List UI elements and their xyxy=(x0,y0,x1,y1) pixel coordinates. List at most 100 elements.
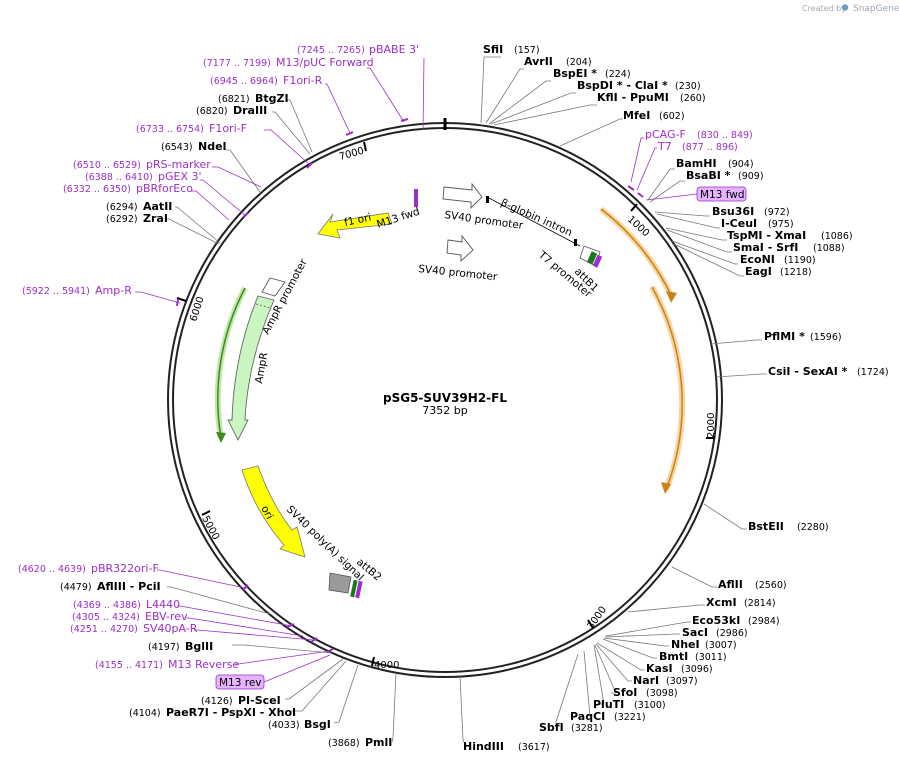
ampr-label: AmpR xyxy=(253,352,270,385)
leader-aatii xyxy=(175,206,221,244)
enzyme-nari[interactable]: NarI xyxy=(633,674,659,687)
enzyme-tspmi[interactable]: TspMI - XmaI xyxy=(727,229,806,242)
enzyme-iceui[interactable]: I-CeuI xyxy=(721,217,757,230)
enzyme-econi[interactable]: EcoNI xyxy=(740,253,775,266)
enzyme-avrii[interactable]: AvrII xyxy=(524,55,553,68)
enzyme-afliii[interactable]: AflIII - PciI xyxy=(97,580,161,593)
enzyme-pmli[interactable]: PmlI xyxy=(365,736,392,749)
leader-aflii xyxy=(671,566,717,588)
enzyme-paqci-pos: (3221) xyxy=(614,712,646,723)
enzyme-saci-pos: (2986) xyxy=(716,628,748,639)
pleader-pbrforeco xyxy=(191,190,230,221)
intron-marker-1 xyxy=(486,196,489,203)
enzyme-bglii[interactable]: BglII xyxy=(185,640,213,653)
enzyme-eco53ki[interactable]: Eco53kI xyxy=(692,614,740,627)
enzyme-bspdi[interactable]: BspDI * - ClaI * xyxy=(577,79,668,92)
pleader-pbr322 xyxy=(157,569,246,589)
m13-rev-tag-text: M13 rev xyxy=(219,677,262,689)
enzyme-pluti[interactable]: PluTI xyxy=(593,698,624,711)
enzyme-bsu36i-pos: (972) xyxy=(764,207,790,218)
pleader-ebv xyxy=(186,617,304,637)
leader-bsu36i xyxy=(654,211,710,217)
primer-m13puc[interactable]: M13/pUC Forward xyxy=(276,56,374,69)
enzyme-saci[interactable]: SacI xyxy=(682,626,708,639)
primer-amp-r[interactable]: Amp-R xyxy=(95,284,132,297)
primer-mark-l4440 xyxy=(286,623,295,628)
primer-ebv[interactable]: EBV-rev xyxy=(145,610,188,623)
enzyme-mfei-pos: (602) xyxy=(659,111,685,122)
pleader-l4440 xyxy=(177,605,293,627)
enzyme-sbfi[interactable]: SbfI xyxy=(539,721,564,734)
enzyme-bsteii[interactable]: BstEII xyxy=(748,520,784,533)
primer-t7[interactable]: T7 xyxy=(657,140,672,153)
primer-l4440-pos: (4369 .. 4386) xyxy=(73,600,141,611)
primer-f1ori-r[interactable]: F1ori-R xyxy=(283,74,323,87)
primer-amp-r-pos: (5922 .. 5941) xyxy=(22,286,90,297)
primer-pgex[interactable]: pGEX 3' xyxy=(158,170,202,183)
enzyme-xcmi[interactable]: XcmI xyxy=(706,596,737,609)
pleader-f1ori-f xyxy=(264,129,311,166)
primer-f1ori-r-pos: (6945 .. 6964) xyxy=(210,76,278,87)
pleader-amp-r xyxy=(135,291,181,304)
primer-sv40pa[interactable]: SV40pA-R xyxy=(143,622,198,635)
primer-f1ori-f[interactable]: F1ori-F xyxy=(209,122,247,135)
enzyme-csii[interactable]: CsiI - SexAI * xyxy=(768,365,848,378)
enzyme-nhei[interactable]: NheI xyxy=(671,638,700,651)
enzyme-zrai[interactable]: ZraI xyxy=(143,212,168,225)
enzyme-kfli[interactable]: KflI - PpuMI xyxy=(597,91,669,104)
enzyme-xcmi-pos: (2814) xyxy=(744,598,776,609)
primer-pgex-pos: (6388 .. 6410) xyxy=(85,172,153,183)
enzyme-bsgi-name[interactable]: BsgI xyxy=(304,718,331,731)
enzyme-pi-scei[interactable]: PI-SceI xyxy=(238,694,281,707)
enzyme-bmti-pos: (3011) xyxy=(695,652,727,663)
ampr-outer-arc-line xyxy=(217,287,246,439)
primer-prs[interactable]: pRS-marker xyxy=(146,158,211,171)
leader-bglii xyxy=(232,644,333,654)
primer-pbabe[interactable]: pBABE 3' xyxy=(369,43,419,56)
enzyme-smai-pos: (1088) xyxy=(813,243,845,254)
primer-m13rev[interactable]: M13 Reverse xyxy=(168,658,239,671)
leader-sfii xyxy=(480,56,501,124)
tick-mark-3000 xyxy=(587,619,594,629)
ori-arrow xyxy=(241,465,306,558)
pleader-m13puc xyxy=(367,67,405,123)
primer-pbr322[interactable]: pBR322ori-F xyxy=(91,562,159,575)
leader-nari xyxy=(595,643,632,682)
primer-mark-m13rev xyxy=(326,648,334,653)
leader-bsabi xyxy=(649,180,685,203)
enzyme-hindiii[interactable]: HindIII xyxy=(463,740,504,753)
enzyme-bsu36i[interactable]: Bsu36I xyxy=(712,205,754,218)
enzyme-paer7i[interactable]: PaeR7I - PspXI - XhoI xyxy=(166,706,296,719)
leader-paer7i xyxy=(291,660,347,712)
enzyme-bmti[interactable]: BmtI xyxy=(659,650,688,663)
enzyme-sfii[interactable]: SfiI xyxy=(483,43,503,56)
enzyme-smai[interactable]: SmaI - SrfI xyxy=(733,241,798,254)
enzyme-bsabi[interactable]: BsaBI * xyxy=(686,169,731,182)
enzyme-kasi[interactable]: KasI xyxy=(646,662,673,675)
enzyme-paqci[interactable]: PaqCI xyxy=(570,710,605,723)
enzyme-sfoi[interactable]: SfoI xyxy=(613,686,637,699)
enzyme-bspei[interactable]: BspEI * xyxy=(553,67,597,80)
leader-econi xyxy=(671,240,738,265)
beta-globin-intron-line xyxy=(486,196,581,247)
pleader-f1ori-r xyxy=(325,83,351,134)
intron-marker-2 xyxy=(574,239,577,246)
enzyme-mfei[interactable]: MfeI xyxy=(623,109,650,122)
enzyme-draiii[interactable]: DraIII xyxy=(233,104,267,117)
primer-pbrforeco[interactable]: pBRforEco xyxy=(136,182,193,195)
primer-l4440[interactable]: L4440 xyxy=(146,598,180,611)
enzyme-csii-pos: (1724) xyxy=(857,367,889,378)
enzyme-aflii[interactable]: AflII xyxy=(718,578,743,591)
enzyme-eagi[interactable]: EagI xyxy=(745,265,772,278)
enzyme-aatii[interactable]: AatII xyxy=(143,200,172,213)
enzyme-bamhi[interactable]: BamHI xyxy=(676,157,717,170)
enzyme-bspdi-pos: (230) xyxy=(675,81,701,92)
enzyme-ndei[interactable]: NdeI xyxy=(198,140,227,153)
enzyme-btgzi[interactable]: BtgZI xyxy=(255,92,289,105)
tick-label-3000: 3000 xyxy=(585,605,609,632)
enzyme-pflmi-pos: (1596) xyxy=(810,332,842,343)
primer-pcag[interactable]: pCAG-F xyxy=(645,128,686,141)
enzyme-aflii-pos: (2560) xyxy=(755,580,787,591)
enzyme-pflmi[interactable]: PflMI * xyxy=(764,330,805,343)
